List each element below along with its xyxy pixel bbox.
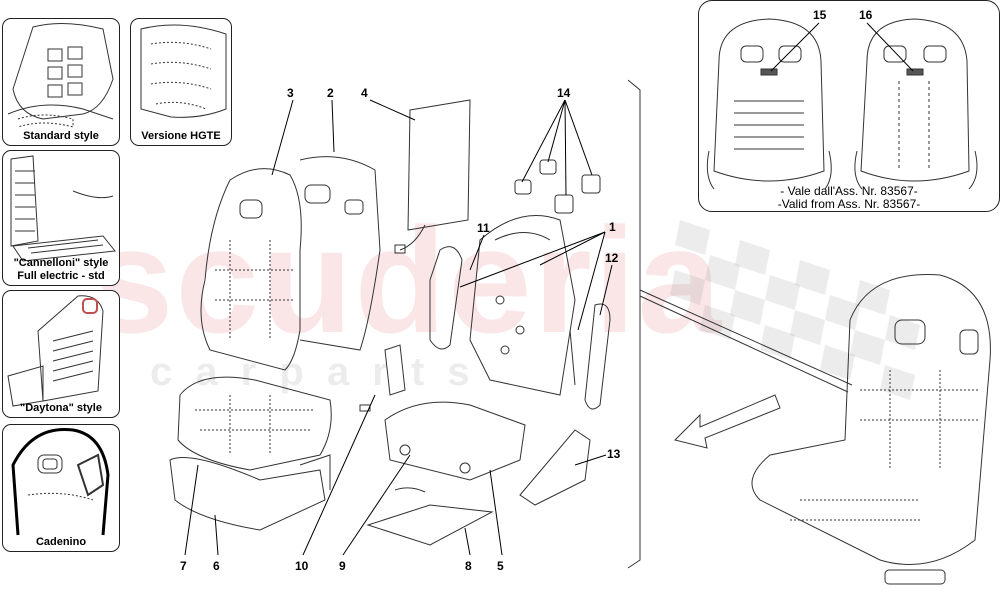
caption-cannelloni-line1: "Cannelloni" style (13, 257, 109, 269)
direction-arrow (674, 394, 781, 449)
part-12-side-panel (584, 303, 611, 410)
validity-note-line2: -Valid from Ass. Nr. 83567- (777, 197, 921, 211)
cadenino-seat-drawing (11, 427, 110, 536)
callout-15: 15 (813, 8, 827, 22)
callout-2: 2 (327, 86, 334, 100)
part-3-backrest-cover (200, 168, 302, 371)
callout-16: 16 (859, 8, 873, 22)
part-11-side-panel (429, 246, 463, 350)
part-1-backrest-frame (469, 215, 576, 396)
callout-6: 6 (213, 559, 220, 573)
inset-seat-backs-drawing (706, 18, 978, 190)
caption-cadenino: Cadenino (35, 536, 87, 548)
inset-panel-valid-from: 15 16 - Vale dall'Ass. Nr. 83567- -Valid… (698, 0, 1000, 212)
variant-panel-hgte: Versione HGTE (130, 18, 232, 146)
part-13-side-trim (519, 429, 591, 506)
callout-3: 3 (287, 86, 294, 100)
validity-note-line1: - Vale dall'Ass. Nr. 83567- (780, 184, 918, 198)
caption-versione-hgte: Versione HGTE (141, 130, 221, 142)
callout-8: 8 (465, 559, 472, 573)
caption-standard-style: Standard style (23, 130, 99, 142)
part-5-seat-pan (384, 401, 526, 481)
callout-13: 13 (607, 447, 621, 461)
callout-4: 4 (361, 86, 368, 100)
checkered-flag-watermark (670, 220, 920, 400)
part-6-seat-base (169, 457, 326, 531)
callout-11: 11 (477, 221, 490, 235)
callout-9: 9 (339, 559, 346, 573)
standard-seat-drawing (7, 22, 114, 128)
callout-1: 1 (609, 220, 616, 234)
callout-12: 12 (605, 251, 619, 265)
callout-7: 7 (180, 559, 187, 573)
callout-14: 14 (557, 86, 571, 100)
part-8-seat-heater (366, 504, 494, 546)
caption-cannelloni-line2: Full electric - std (17, 270, 105, 282)
cannelloni-seat-drawing (10, 155, 116, 262)
assembled-seat (751, 274, 991, 565)
variant-panel-cadenino: Cadenino (2, 424, 120, 552)
part-7-seat-cover (177, 376, 332, 471)
caption-daytona-style: "Daytona" style (20, 402, 102, 414)
daytona-seat-drawing (7, 295, 104, 407)
part-2-backrest-shell (299, 156, 381, 351)
callout-10: 10 (295, 559, 309, 573)
variant-panel-daytona: "Daytona" style (2, 290, 120, 418)
callout-5: 5 (497, 559, 504, 573)
hgte-seat-drawing (140, 24, 227, 118)
variant-panel-standard: Standard style (2, 18, 120, 146)
variant-panel-cannelloni: "Cannelloni" style Full electric - std (2, 150, 120, 286)
part-4-heating-pad (407, 99, 471, 231)
